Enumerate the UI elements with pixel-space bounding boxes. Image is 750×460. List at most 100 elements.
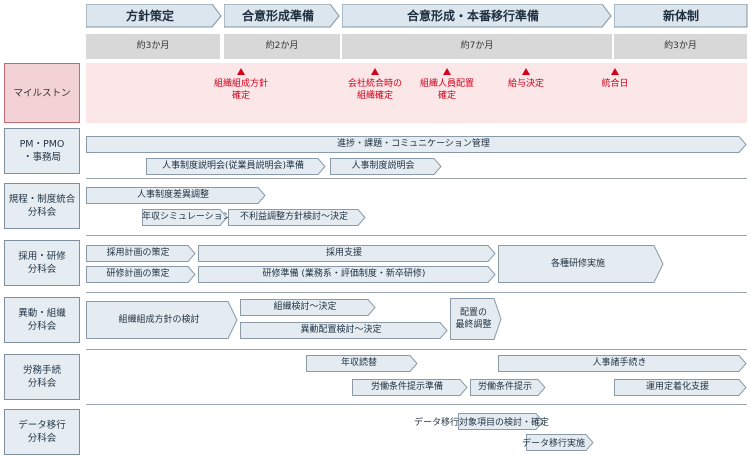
phase-duration: 約2か月 [224,34,340,59]
row-label-data: データ移行分科会 [4,409,80,455]
row-divider [86,235,747,236]
task-label: 研修計画の策定 [106,269,170,279]
milestone-marker [237,68,245,75]
task-label: 組織組成方針の検討 [118,315,200,325]
task-training-prep: 研修準備 (業務系・評価制度・新卒研修) [198,266,496,283]
phase-consensus-prep: 合意形成準備 [224,4,340,28]
milestone-text: 会社統合時の組織確定 [348,78,402,102]
task-label: 配置の最終調整 [450,307,497,331]
data-review-label: データ移行対象項目の検討・確定 [414,418,550,428]
task-operation-support: 運用定着化支援 [614,379,747,396]
row-label-line: 採用・研修 [18,251,66,262]
task-label: 研修準備 (業務系・評価制度・新卒研修) [262,269,426,279]
task-label: 人事制度説明会 [351,161,415,171]
phase-new-structure: 新体制 [614,4,748,28]
task-arrow-shape [450,298,502,340]
task-label: 労働条件提示 [477,382,532,392]
milestone-text: 給与決定 [508,78,544,90]
row-label-regulation: 規程・制度統合分科会 [4,183,80,229]
task-recruit-support: 採用支援 [198,245,496,262]
task-org-policy: 組織組成方針の検討 [86,301,238,339]
task-arrow-shape [458,413,544,430]
task-arrow-shape [86,245,196,262]
row-label-line: 分科会 [27,433,57,444]
task-label: 進捗・課題・コミュニケーション管理 [337,139,490,149]
task-hr-system-diff: 人事制度差異調整 [86,187,266,204]
phase-duration: 約3か月 [614,34,747,59]
task-arrow-shape [614,379,747,396]
phase-arrow-shape [342,4,612,28]
milestone-marker [443,68,451,75]
task-employee-briefing-prep: 人事制度説明会(従業員説明会)準備 [146,158,326,175]
row-label-transfer: 異動・組織分科会 [4,297,80,343]
task-arrow-shape [86,266,196,283]
row-label-line: データ移行 [18,420,66,431]
task-hr-procedures: 人事諸手続き [498,355,747,372]
row-divider [86,292,747,293]
milestone-line: 確定 [231,91,251,101]
task-arrow-shape [240,322,448,339]
phase-label: 方針策定 [125,9,174,23]
task-data-item-review [458,413,544,430]
task-arrow-shape [86,187,266,204]
task-data-migration [526,434,594,451]
task-salary-simulation: 年収シミュレーション [142,209,232,226]
milestone-line: 確定 [437,91,457,101]
task-label: 年収シミュレーション [142,212,232,222]
milestone-text: 組織組成方針確定 [214,78,268,102]
task-label: 人事諸手続き [592,358,647,368]
row-label-line: 異動・組織 [18,308,66,319]
task-training-exec: 各種研修実施 [498,245,664,283]
row-label-line: 規程・制度統合 [8,194,76,205]
milestone-marker [371,68,379,75]
phase-label: 新体制 [662,9,699,23]
row-label-labor: 労務手続分科会 [4,354,80,400]
row-divider [86,178,747,179]
milestone-text: 組織人員配置確定 [420,78,474,102]
task-label-line: 最終調整 [455,320,492,330]
row-label-line: 分科会 [27,264,57,275]
row-label-line: 分科会 [27,378,57,389]
milestone-line: 会社統合時の [347,79,403,89]
row-label-line: PM・PMO [19,139,65,150]
task-arrow-shape [240,299,376,316]
phase-label: 合意形成・本番移行準備 [406,9,539,23]
task-labor-terms: 労働条件提示 [470,379,546,396]
row-divider [86,349,747,350]
task-arrow-shape [228,209,366,226]
task-arrow-shape [330,158,442,175]
phase-consensus-migration: 合意形成・本番移行準備 [342,4,612,28]
row-label-recruit: 採用・研修分科会 [4,240,80,286]
task-arrow-shape [470,379,546,396]
task-training-plan: 研修計画の策定 [86,266,196,283]
task-adjustment-policy: 不利益調整方針検討～決定 [228,209,366,226]
milestone-marker [611,68,619,75]
data-migration-label: データ移行実施 [522,439,586,449]
row-label-line: ・事務局 [22,152,61,163]
task-recruit-plan: 採用計画の策定 [86,245,196,262]
milestone-line: 組織確定 [356,91,394,101]
row-label-line: 分科会 [27,207,57,218]
task-label: 運用定着化支援 [645,382,709,392]
task-final-adjustment: 配置の最終調整 [450,298,502,340]
milestone-row-label: マイルストン [4,63,80,123]
task-label: 異動配置検討～決定 [300,325,382,335]
task-arrow-shape [142,209,228,226]
task-arrow-shape [198,245,496,262]
phase-policy: 方針策定 [86,4,222,28]
phase-arrow-shape [614,4,748,28]
milestone-text: 統合日 [601,78,628,90]
task-label: 年収読替 [340,358,377,368]
row-label-pm: PM・PMO ・事務局 [4,128,80,174]
task-label: 人事制度差異調整 [136,190,209,200]
task-arrow-shape [526,434,594,451]
task-arrow-shape [198,266,496,283]
task-labor-terms-prep: 労働条件提示準備 [352,379,468,396]
row-label-line: 分科会 [27,321,57,332]
task-label: 採用計画の策定 [106,248,170,258]
task-arrow-shape [86,136,747,153]
milestone-line: 組織組成方針 [213,79,269,89]
task-arrow-shape [146,158,326,175]
milestone-line: 統合日 [601,79,629,89]
task-org-review: 組織検討～決定 [240,299,376,316]
